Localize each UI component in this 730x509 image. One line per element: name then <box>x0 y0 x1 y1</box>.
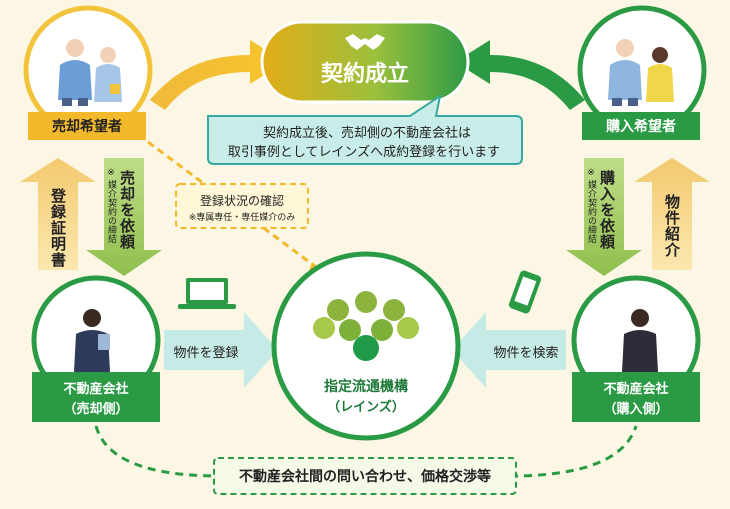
note-line-2: 取引事例としてレインズへ成約登録を行います <box>227 145 501 160</box>
buyer-label: 購入希望者 <box>606 119 676 135</box>
seller-company-line-2: （売却側） <box>63 402 129 417</box>
bottom-label: 不動産会社間の問い合わせ、価格交渉等 <box>239 469 491 485</box>
buyer-agent-illustration <box>622 309 658 372</box>
seller-people-illustration <box>58 39 122 106</box>
left-down-note-mark: ※ <box>106 168 116 178</box>
search-arrow <box>452 312 566 388</box>
right-up-arrow <box>634 158 710 270</box>
seller-to-contract-arrow <box>150 40 285 110</box>
reins-line-1: 指定流通機構 <box>324 379 408 395</box>
buyer-people-illustration <box>608 39 674 106</box>
left-up-label: 登録証明書 <box>49 188 67 268</box>
smartphone-icon <box>508 270 542 314</box>
registration-check-title: 登録状況の確認 <box>199 194 284 208</box>
handshake-icon <box>343 30 387 52</box>
seller-company-bar <box>32 372 160 422</box>
contract-pill <box>260 20 470 104</box>
left-up-arrow <box>20 158 96 270</box>
registration-check-box <box>175 183 309 229</box>
seller-label: 売却希望者 <box>52 119 122 135</box>
right-up-label: 物件紹介 <box>663 194 681 258</box>
left-down-label: 売却を依頼 <box>118 170 136 250</box>
reins-line-2: （レインズ） <box>327 400 405 415</box>
right-down-arrow <box>566 158 642 276</box>
right-down-note: 媒介契約の締結 <box>586 180 596 243</box>
right-down-note-mark: ※ <box>586 168 596 178</box>
laptop-icon <box>178 278 236 309</box>
buyer-company-line-2: （購入側） <box>603 402 669 417</box>
bottom-dashed-connector <box>94 425 638 478</box>
buyer-company-bar <box>572 372 700 422</box>
reins-logo-icon <box>313 291 419 361</box>
note-line-1: 契約成立後、売却側の不動産会社は <box>262 126 471 141</box>
registration-check-sub: ※専属専任・専任媒介のみ <box>188 213 296 223</box>
right-down-label: 購入を依頼 <box>598 170 616 250</box>
left-down-arrow <box>86 158 162 276</box>
register-label: 物件を登録 <box>173 346 239 361</box>
search-label: 物件を検索 <box>493 346 559 361</box>
seller-agent-illustration <box>74 309 110 372</box>
bottom-box <box>213 457 517 495</box>
buyer-company-line-1: 不動産会社 <box>603 382 669 397</box>
register-arrow <box>164 312 278 388</box>
buyer-label-bar <box>582 112 700 140</box>
contract-label: 契約成立 <box>320 62 409 87</box>
seller-label-bar <box>28 112 146 140</box>
note-callout <box>207 93 523 165</box>
seller-company-line-1: 不動産会社 <box>63 382 129 397</box>
buyer-to-contract-arrow <box>455 40 585 110</box>
left-down-note: 媒介契約の締結 <box>106 180 116 243</box>
